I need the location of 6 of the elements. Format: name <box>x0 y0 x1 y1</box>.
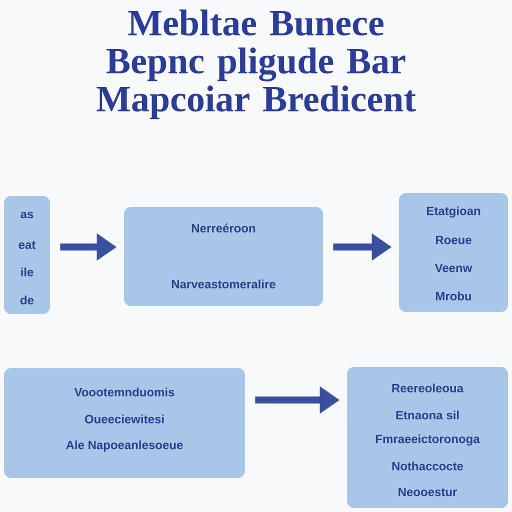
process-box: Etatgioan Roeue Veenw Mrobu <box>399 193 508 312</box>
process-box: Reereoleoua Etnaona sil Fmraeeictoronoga Nothaccocte Neooestur <box>347 367 508 508</box>
process-box: Voootemnduomis Oueeciewitesi Ale Napoeanlesoeue <box>4 368 245 478</box>
title: Mebltae Bunece Bepnc pligude Bar Mapcoiar Bredicent <box>96 10 416 120</box>
process-box: as eat ile de <box>4 196 50 314</box>
process-box: Nerreéroon Narveastomeralire <box>124 207 323 306</box>
